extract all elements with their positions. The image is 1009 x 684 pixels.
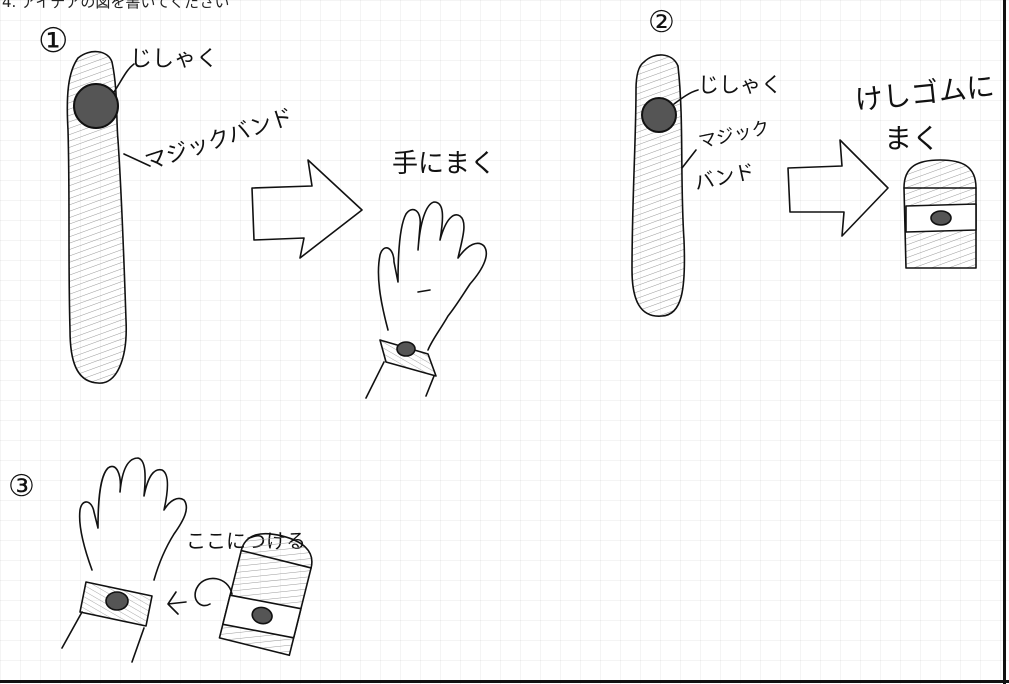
frame-right-border <box>1003 0 1006 684</box>
step-3-hand <box>80 458 187 580</box>
step-2-action-label-line2: まく <box>884 122 940 155</box>
step-3-number: ③ <box>8 469 35 504</box>
step-1-hand <box>378 202 486 350</box>
step-1-arrow <box>252 160 362 258</box>
step-2-arrow <box>788 140 888 236</box>
step-2-eraser-magnet <box>931 211 951 225</box>
step-2-magnet-label: じしゃく <box>698 73 782 97</box>
step-1-number: ① <box>38 21 68 61</box>
step-3-curved-arrow <box>168 578 232 614</box>
step-2-action-label-line1: けしゴムに <box>853 70 996 117</box>
step-2-magic-band <box>632 55 684 316</box>
step-1-hand-crease <box>418 290 430 292</box>
step-2-magnet <box>642 98 676 132</box>
step-2: ② じしゃく マジック バンド けしゴムに まく <box>632 5 996 316</box>
step-2-number: ② <box>648 5 675 40</box>
step-1-wrist-magnet <box>397 342 415 356</box>
step-1-magnet <box>74 84 118 128</box>
step-1-action-label: 手にまく <box>392 149 496 179</box>
step-1: ① じしゃく マジックバンド 手にまく <box>38 21 496 398</box>
step-1-magnet-label: じしゃく <box>130 47 218 72</box>
step-2-band-label-line2: バンド <box>692 159 757 195</box>
frame-bottom-border <box>0 680 1009 683</box>
step-2-band-label-line1: マジック <box>697 117 772 153</box>
step-3: ③ ここにつける <box>8 458 317 662</box>
step-2-band-leader <box>682 150 696 168</box>
step-1-band-label: マジックバンド <box>142 104 296 175</box>
step-3-wrist-magnet <box>106 592 128 610</box>
